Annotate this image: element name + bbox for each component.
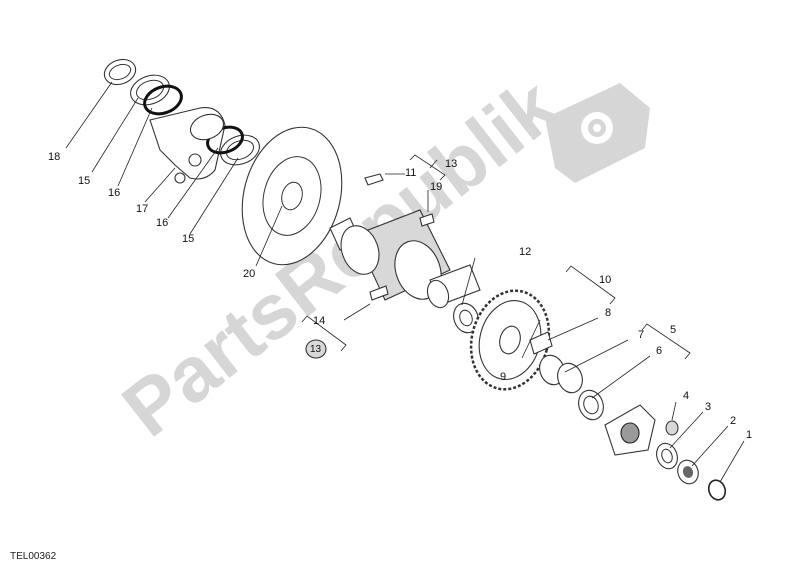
callout-10: 10 [599, 274, 611, 286]
nut-2 [677, 459, 699, 485]
stud-11 [364, 173, 384, 186]
pin-4 [665, 420, 679, 436]
gear-icon [545, 83, 650, 183]
callout-4: 4 [683, 390, 689, 402]
callout-labels: 1 2 3 4 5 6 7 8 9 10 11 12 13 13 14 15 1… [48, 151, 752, 441]
callout-1: 1 [746, 429, 752, 441]
callout-18: 18 [48, 151, 60, 163]
callout-20: 20 [243, 268, 255, 280]
sprocket-9 [469, 289, 551, 391]
group-bracket-14 [301, 315, 347, 352]
diagram-code: TEL00362 [10, 551, 57, 562]
ring-bearing-seat [189, 113, 225, 141]
bolt-19 [419, 213, 435, 227]
circlip-1 [707, 479, 727, 501]
group-bracket-13 [409, 154, 446, 181]
callout-14: 14 [313, 315, 325, 327]
leader-lines [65, 81, 745, 483]
callout-8: 8 [605, 307, 611, 319]
flange-8 [529, 331, 553, 355]
callout-15-top: 15 [78, 175, 90, 187]
group-bracket-5 [641, 323, 691, 360]
callout-16-top: 16 [108, 187, 120, 199]
callout-6: 6 [656, 345, 662, 357]
snap-ring-18 [103, 58, 137, 86]
callout-15-bottom: 15 [182, 233, 194, 245]
wheel-hub-assembly [329, 209, 481, 309]
nut-13 [305, 339, 327, 359]
callout-7: 7 [638, 329, 644, 341]
callout-13-circled: 13 [310, 344, 322, 355]
bearing-7 [539, 354, 583, 394]
stud-14 [369, 285, 389, 301]
callout-9: 9 [500, 371, 506, 383]
callout-17: 17 [136, 203, 148, 215]
spacer-12 [453, 302, 479, 334]
washer-3 [656, 442, 678, 470]
callout-5: 5 [670, 324, 676, 336]
group-bracket-10 [565, 265, 616, 305]
ring-15-top [130, 74, 170, 106]
flange-5 [604, 404, 656, 456]
ring-15-bottom [220, 134, 260, 166]
o-ring-16-top [143, 84, 183, 116]
callout-3: 3 [705, 401, 711, 413]
callout-11: 11 [405, 167, 416, 179]
ring-6 [578, 389, 604, 421]
callout-19: 19 [430, 181, 442, 193]
callout-16-bottom: 16 [156, 217, 168, 229]
callout-2: 2 [730, 415, 736, 427]
callout-12: 12 [519, 246, 531, 258]
callout-13: 13 [445, 158, 457, 170]
